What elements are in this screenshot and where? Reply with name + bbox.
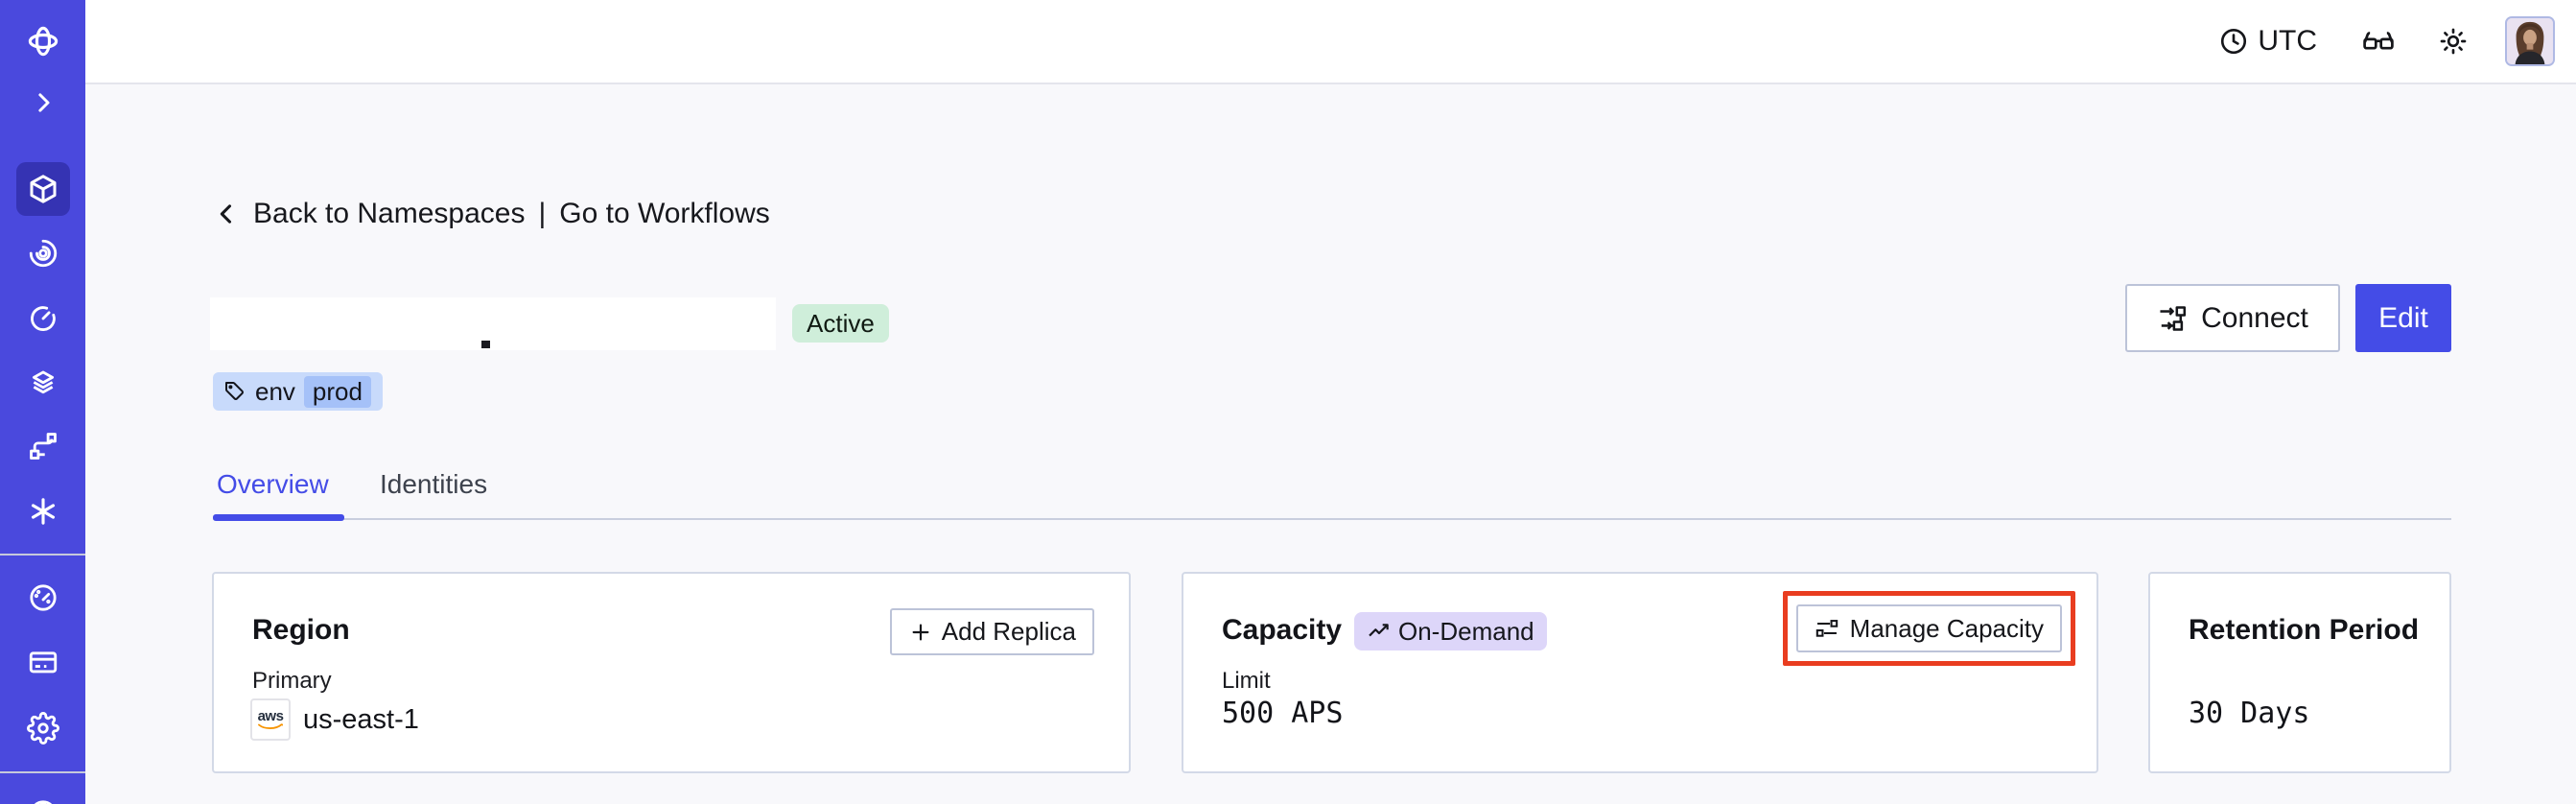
capacity-card: Capacity On-Demand Manage Capacity Limit… (1182, 572, 2098, 773)
active-tab-underline (213, 514, 344, 521)
trending-up-icon (1367, 619, 1392, 644)
capacity-card-title: Capacity (1222, 614, 1343, 646)
connect-flow-icon (2157, 303, 2188, 334)
on-demand-badge: On-Demand (1354, 612, 1547, 650)
connect-button[interactable]: Connect (2125, 284, 2340, 352)
limit-label: Limit (1222, 668, 1271, 694)
tag-key: env (255, 376, 295, 406)
edit-button-label: Edit (2378, 301, 2428, 334)
temporal-logo-icon[interactable] (16, 14, 70, 68)
sidebar-divider (0, 554, 85, 556)
namespace-title-redacted (210, 297, 776, 350)
sidebar-item-workflows-spiral-icon[interactable] (16, 226, 70, 280)
sidebar-item-usage-gauge-icon[interactable] (16, 571, 70, 625)
sidebar-divider (0, 771, 85, 773)
edit-button[interactable]: Edit (2355, 284, 2451, 352)
clock-icon (2219, 27, 2248, 56)
retention-card: Retention Period 30 Days (2148, 572, 2451, 773)
add-replica-label: Add Replica (941, 617, 1076, 646)
tag-value: prod (303, 375, 371, 408)
region-card: Region Add Replica Primary aws us-east-1 (212, 572, 1131, 773)
sidebar-item-pipelines-branch-icon[interactable] (16, 419, 70, 473)
breadcrumb: Back to Namespaces | Go to Workflows (213, 196, 770, 232)
connect-button-label: Connect (2201, 301, 2308, 334)
region-value: us-east-1 (303, 703, 419, 735)
timezone-label: UTC (2258, 25, 2317, 57)
sliders-icon (1815, 616, 1839, 641)
top-header: UTC (85, 0, 2576, 84)
tab-overview[interactable]: Overview (217, 469, 329, 499)
sidebar-item-billing-card-icon[interactable] (16, 635, 70, 689)
plus-icon (908, 620, 933, 645)
manage-capacity-label: Manage Capacity (1849, 613, 2044, 643)
chevron-left-icon[interactable] (213, 201, 240, 227)
retention-value: 30 Days (2189, 697, 2310, 730)
sidebar-item-globe-icon[interactable] (16, 787, 70, 804)
primary-region-row: aws us-east-1 (250, 698, 419, 741)
namespace-tag: env prod (213, 372, 383, 411)
sidebar-expand-chevron-right-icon[interactable] (16, 76, 70, 130)
sidebar-item-namespaces-cube-icon[interactable] (16, 162, 70, 216)
sidebar (0, 0, 85, 804)
tab-identities[interactable]: Identities (380, 469, 488, 499)
region-card-title: Region (252, 614, 350, 646)
sidebar-item-schedules-timer-icon[interactable] (16, 292, 70, 345)
user-avatar[interactable] (2505, 16, 2555, 66)
tag-icon (223, 380, 246, 403)
retention-card-title: Retention Period (2189, 614, 2420, 646)
aws-smile (258, 722, 283, 729)
sidebar-item-settings-gear-icon[interactable] (16, 701, 70, 755)
sidebar-item-nexus-asterisk-icon[interactable] (16, 485, 70, 538)
breadcrumb-workflows-link[interactable]: Go to Workflows (559, 198, 770, 229)
add-replica-button[interactable]: Add Replica (889, 608, 1094, 655)
breadcrumb-back-link[interactable]: Back to Namespaces (253, 198, 526, 229)
manage-capacity-button[interactable]: Manage Capacity (1795, 604, 2062, 652)
namespace-title-remnant (481, 341, 490, 348)
status-badge: Active (792, 304, 889, 343)
glasses-icon[interactable] (2361, 24, 2396, 59)
sun-theme-toggle-icon[interactable] (2438, 26, 2469, 57)
on-demand-label: On-Demand (1398, 616, 1534, 646)
primary-label: Primary (252, 668, 332, 694)
aws-logo-icon: aws (250, 698, 291, 741)
sidebar-item-deployments-layers-icon[interactable] (16, 356, 70, 410)
capacity-limit-value: 500 APS (1222, 697, 1344, 730)
aws-logo-text: aws (257, 707, 284, 724)
tabs-divider (213, 518, 2451, 520)
breadcrumb-separator: | (538, 198, 547, 229)
timezone-selector[interactable]: UTC (2219, 25, 2317, 58)
red-highlight-annotation: Manage Capacity (1782, 591, 2075, 666)
